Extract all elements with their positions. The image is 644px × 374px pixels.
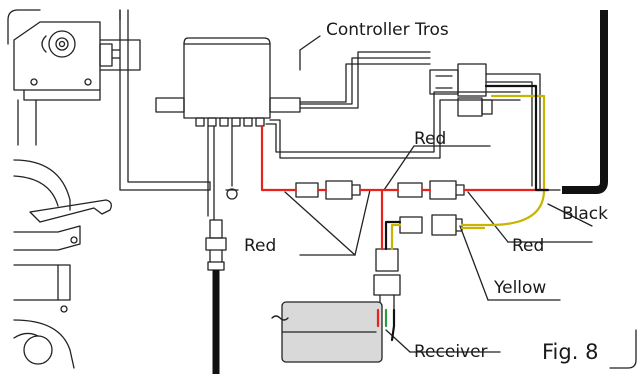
- figure-number: Fig. 8: [542, 340, 599, 364]
- mount-bracket-top-left: [13, 21, 141, 101]
- inline-connector-yellow: [399, 214, 463, 236]
- receiver-harness-connector: [373, 248, 401, 311]
- receiver-box: [271, 301, 383, 363]
- plug-lower: [205, 219, 227, 271]
- inline-connector-left: [295, 180, 361, 200]
- frame-top-left: [7, 9, 41, 45]
- frame-bottom-right: [609, 329, 637, 369]
- controller-leader: [299, 35, 321, 71]
- label-controller-tros: Controller Tros: [326, 20, 449, 40]
- label-receiver: Receiver: [414, 342, 488, 362]
- controller-tros-box: [155, 37, 301, 127]
- black-wire: [384, 84, 550, 251]
- yellow-wire: [390, 94, 546, 251]
- label-yellow: Yellow: [494, 278, 547, 298]
- label-red-right: Red: [512, 236, 545, 256]
- label-black: Black: [562, 204, 608, 224]
- lever-mechanism-left: [13, 159, 112, 369]
- receiver-leads: [376, 308, 396, 342]
- red-wire: [260, 124, 550, 251]
- label-red-left: Red: [244, 236, 277, 256]
- multi-pin-connector: [429, 63, 493, 117]
- frame-tube-right: [562, 10, 608, 194]
- label-red-top: Red: [414, 129, 447, 149]
